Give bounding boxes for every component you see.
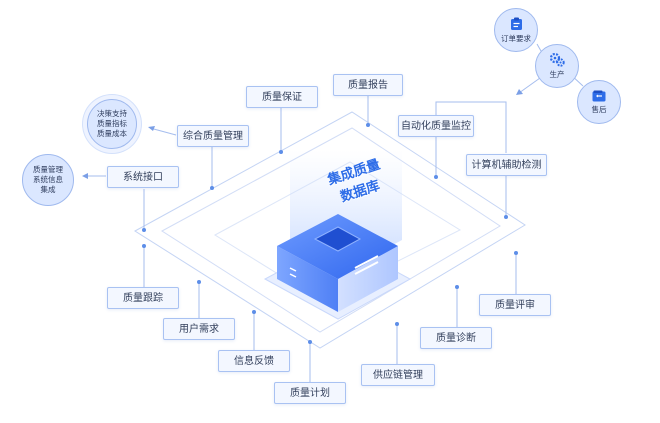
after-sales-label: 售后 — [591, 104, 607, 114]
ring-dots — [142, 123, 518, 344]
wallet-icon — [592, 90, 606, 101]
system-integration-circle: 质量管理 系统信息 集成 — [22, 154, 74, 206]
supply-chain-mgmt-box: 供应链管理 — [361, 364, 435, 386]
arrow-heads — [82, 89, 523, 179]
decision-line-3: 质量成本 — [97, 129, 127, 138]
quality-plan-box: 质量计划 — [274, 382, 346, 404]
computer-aided-testing-box: 计算机辅助检测 — [466, 154, 547, 176]
integration-line-3: 集成 — [40, 185, 56, 194]
decision-line-2: 质量指标 — [97, 119, 127, 128]
user-needs-box: 用户需求 — [163, 318, 235, 340]
quality-tracking-box: 质量跟踪 — [107, 287, 179, 309]
production-label: 生产 — [549, 69, 565, 79]
after-sales-node: 售后 — [577, 80, 621, 124]
connector-lines — [84, 43, 584, 382]
production-node: 生产 — [535, 44, 579, 88]
order-requirements-node: 订单要求 — [494, 8, 538, 52]
integration-line-1: 质量管理 — [33, 165, 63, 174]
decision-support-circle: 决策支持 质量指标 质量成本 — [87, 99, 137, 149]
quality-diagnosis-box: 质量诊断 — [420, 327, 492, 349]
integrated-quality-mgmt-box: 综合质量管理 — [177, 125, 249, 147]
auto-quality-monitor-box: 自动化质量监控 — [398, 115, 474, 137]
decision-line-1: 决策支持 — [97, 109, 127, 118]
order-requirements-label: 订单要求 — [501, 33, 531, 43]
quality-assurance-box: 质量保证 — [246, 86, 318, 108]
system-interface-box: 系统接口 — [107, 166, 179, 188]
quality-review-box: 质量评审 — [479, 294, 551, 316]
integration-line-2: 系统信息 — [33, 175, 63, 184]
clipboard-icon — [510, 17, 522, 30]
quality-report-box: 质量报告 — [333, 74, 403, 96]
gears-icon — [549, 52, 565, 67]
info-feedback-box: 信息反馈 — [218, 350, 290, 372]
database-cube — [263, 214, 412, 320]
